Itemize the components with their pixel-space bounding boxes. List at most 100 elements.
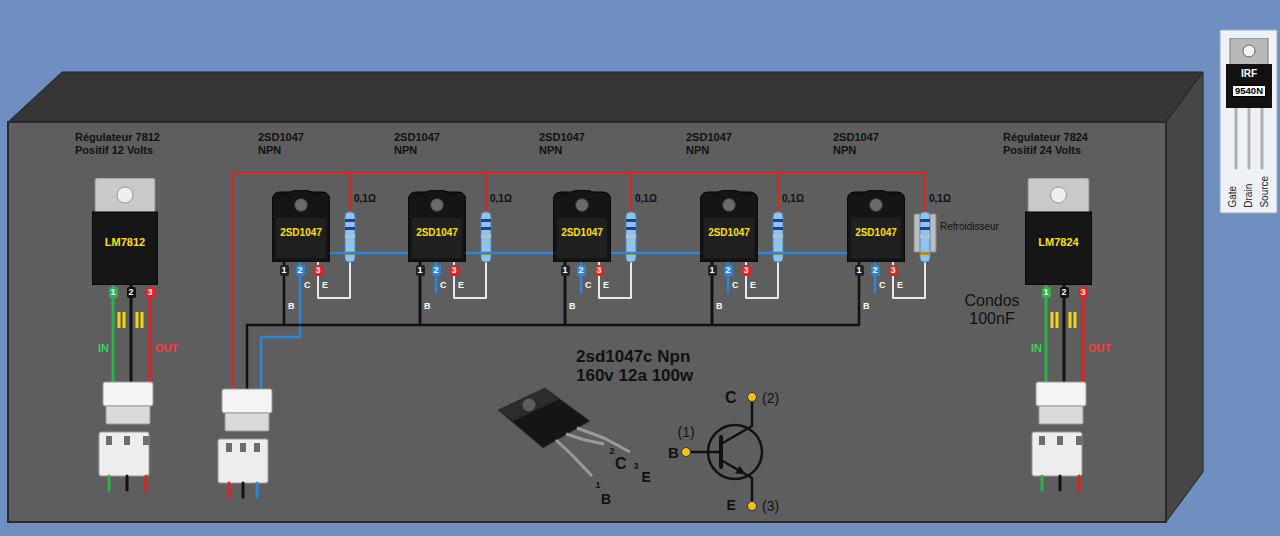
connector-plug	[218, 439, 268, 483]
lead-wire	[108, 476, 111, 490]
connector-housing	[1036, 382, 1086, 406]
transistor-hole	[576, 199, 589, 212]
emitter-leg	[454, 262, 486, 298]
lead-wire	[1078, 476, 1081, 490]
wire	[611, 252, 700, 255]
pin-number: 1	[416, 265, 425, 276]
pin-number: 1	[1042, 287, 1051, 298]
heatsink-label: Refroidisseur	[940, 221, 999, 233]
resistor-band	[773, 219, 783, 222]
resistor-lead	[924, 172, 926, 212]
pin-name: E	[897, 280, 903, 290]
capacitor-symbol	[118, 312, 121, 328]
transistor-caption: 2SD1047 NPN	[833, 131, 891, 156]
power-transistor: 2SD1047	[553, 190, 611, 262]
mosfet-package: IRF9540N	[1226, 38, 1272, 108]
pin-number: (2)	[762, 390, 779, 406]
regulator-leg	[130, 285, 133, 384]
transistor-tab	[498, 388, 560, 421]
node-shape	[1025, 178, 1092, 285]
pin-name: C	[585, 280, 592, 290]
connector-slot	[143, 436, 149, 445]
regulator-body	[92, 212, 158, 285]
mosfet-hole	[1243, 45, 1255, 57]
node-shape	[92, 178, 158, 285]
resistor-band	[626, 219, 636, 222]
terminal-dot	[682, 448, 691, 457]
collector-wire	[261, 292, 300, 389]
wire	[330, 252, 408, 255]
transistor-caption: 2SD1047 NPN	[686, 131, 744, 156]
pin-name: B	[716, 301, 723, 311]
pin-name: C	[879, 280, 886, 290]
part-number: 2SD1047	[561, 227, 603, 239]
resistor-band	[345, 227, 355, 230]
mosfet-leg	[1235, 108, 1238, 168]
transistor-package	[700, 190, 758, 262]
pin-name: C	[615, 455, 627, 473]
power-transistor: 2SD1047	[847, 190, 905, 262]
pin-name: B	[863, 301, 870, 311]
pin-name: E	[458, 280, 464, 290]
pin-number: (1)	[678, 424, 695, 440]
pin-number: 3	[634, 461, 639, 471]
pin-name: Source	[1259, 176, 1271, 208]
transistor-package	[847, 190, 905, 262]
lead-wire	[126, 476, 129, 490]
connector-slot	[1057, 436, 1063, 445]
pin-name: IN	[1031, 342, 1042, 355]
pin-name: OUT	[1088, 342, 1111, 355]
connector-slot	[1039, 436, 1045, 445]
capacitor-symbol	[1056, 312, 1059, 328]
pin-number: 2	[1060, 287, 1069, 298]
regulator-leg	[1063, 285, 1066, 384]
emitter-leg	[318, 262, 350, 298]
mosfet-tab	[1230, 38, 1268, 66]
regulator-caption: Régulateur 7812 Positif 12 Volts	[75, 131, 187, 156]
connector-slot	[240, 443, 246, 452]
supply-wire	[233, 171, 925, 173]
pin-name: E	[727, 497, 736, 513]
part-number: LM7824	[1038, 236, 1078, 249]
resistor-lead	[924, 262, 926, 298]
pin-name: C	[732, 280, 739, 290]
node-shape	[553, 190, 611, 262]
lead-wire	[228, 483, 231, 497]
pin-number: 2	[127, 287, 136, 298]
resistor-band	[481, 235, 491, 238]
resistor-lead	[630, 262, 632, 298]
pin-number: 2	[296, 265, 305, 276]
regulator-caption: Régulateur 7824 Positif 24 Volts	[1003, 131, 1115, 156]
power-transistor: 2SD1047	[700, 190, 758, 262]
transistor-package	[408, 190, 466, 262]
part-number: LM7812	[105, 236, 145, 249]
wire	[565, 262, 712, 325]
connector-slot	[124, 436, 130, 445]
transistor-package	[272, 190, 330, 262]
regulator-body	[1025, 212, 1092, 285]
box-top	[8, 72, 1203, 122]
pin-name: B	[424, 301, 431, 311]
resistor-band	[626, 227, 636, 230]
pin-number: 3	[146, 287, 155, 298]
pin-name: Gate	[1227, 186, 1239, 208]
resistor-band	[345, 219, 355, 222]
connector-slot	[106, 436, 112, 445]
regulator-leg	[1082, 285, 1085, 384]
part-number: 9540N	[1232, 85, 1266, 98]
resistor-value: 0,1Ω	[782, 193, 804, 205]
symbol-base	[690, 451, 721, 454]
resistor-band	[773, 235, 783, 238]
resistor-value: 0,1Ω	[635, 193, 657, 205]
box-side	[1166, 72, 1203, 522]
supply-wire	[232, 172, 234, 389]
connector-slot	[226, 443, 232, 452]
capacitor-symbol	[1051, 312, 1054, 328]
pin-number: 3	[1079, 287, 1088, 298]
node-shape	[847, 190, 905, 262]
transistor-caption: 2SD1047 NPN	[258, 131, 316, 156]
pin-name: E	[603, 280, 609, 290]
resistor-band	[345, 235, 355, 238]
resistor-lead	[630, 172, 632, 212]
pin-name: B	[288, 301, 295, 311]
